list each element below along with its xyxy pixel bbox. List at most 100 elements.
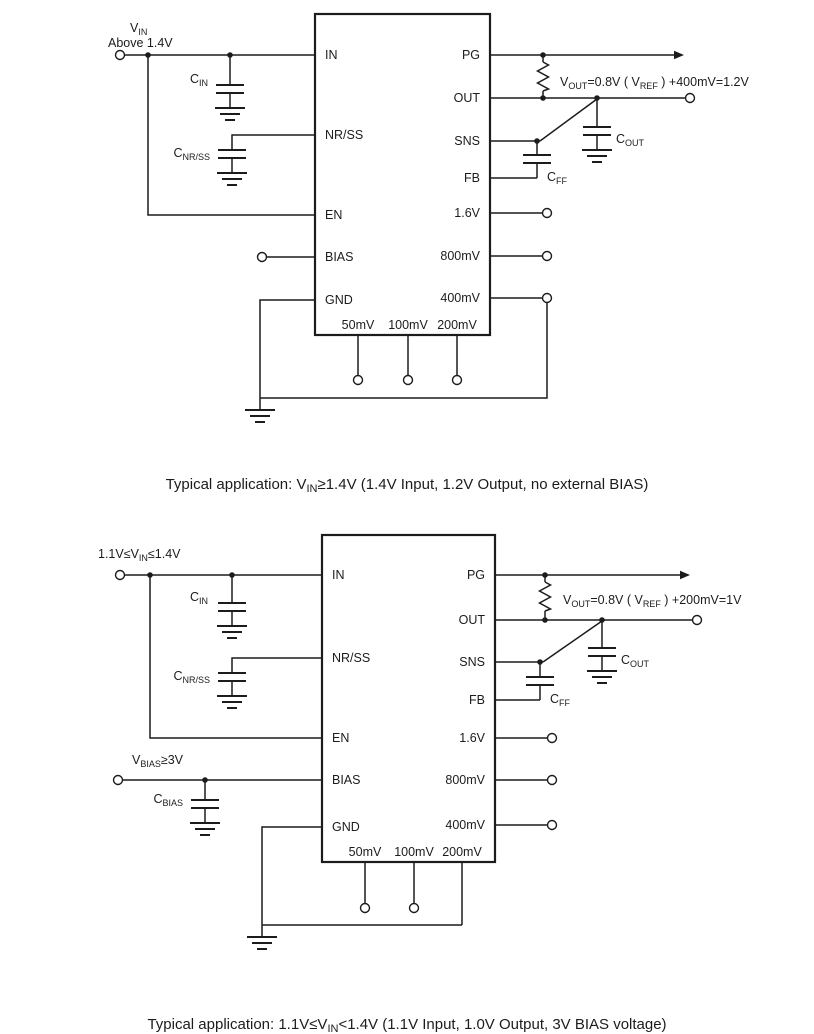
ground-symbol: [581, 149, 613, 163]
pin-label-50mv: 50mV: [349, 845, 382, 859]
pullup-resistor: [537, 581, 553, 612]
terminal-400mv: [546, 819, 558, 831]
pin-label-50mv: 50mV: [342, 318, 375, 332]
terminal-50mv: [359, 902, 371, 914]
pg-arrow-icon: [674, 50, 684, 60]
cnrss-label: CNR/SS: [173, 669, 210, 685]
ground-symbol: [246, 936, 278, 950]
vin-range-label: 1.1V≤VIN≤1.4V: [98, 547, 181, 563]
wire-gnd: [259, 299, 315, 410]
vout-equation: VOUT=0.8V ( VREF ) +200mV=1V: [563, 593, 742, 609]
terminal-1v6: [541, 207, 553, 219]
pullup-resistor: [535, 61, 551, 92]
pin-label-pg: PG: [467, 568, 485, 582]
vin-label: VIN: [130, 21, 147, 37]
cff-label: CFF: [547, 170, 568, 186]
wire-gnd-rail-to-400mv: [260, 302, 548, 399]
junction-dot: [540, 95, 546, 101]
junction-dot: [594, 95, 600, 101]
capacitor-cout: [587, 647, 617, 657]
junction-dot: [145, 52, 151, 58]
junction-dot: [542, 617, 548, 623]
pin-label-out: OUT: [459, 613, 486, 627]
cout-label: COUT: [616, 132, 645, 148]
terminal-200mv: [451, 374, 463, 386]
pin-label-800mv: 800mV: [440, 249, 480, 263]
wire-sns-sense: [542, 620, 603, 663]
terminal-50mv: [352, 374, 364, 386]
pin-label-gnd: GND: [325, 293, 353, 307]
circuit-1-wiring: [125, 50, 686, 410]
ground-symbol: [189, 822, 221, 836]
ground-symbol: [244, 409, 276, 423]
cff-label: CFF: [550, 692, 571, 708]
cnrss-label: CNR/SS: [173, 146, 210, 162]
wire-gnd: [261, 826, 322, 937]
terminal-400mv: [541, 292, 553, 304]
pin-label-200mv: 200mV: [442, 845, 482, 859]
junction-dot: [542, 572, 548, 578]
pg-arrow-icon: [680, 570, 690, 580]
pin-label-in: IN: [332, 568, 345, 582]
ic-block: [320, 533, 497, 864]
ground-symbol: [214, 107, 246, 121]
ground-symbol: [216, 625, 248, 639]
pin-label-fb: FB: [464, 171, 480, 185]
pin-label-out: OUT: [454, 91, 481, 105]
pin-label-200mv: 200mV: [437, 318, 477, 332]
pin-label-nrss: NR/SS: [332, 651, 370, 665]
pin-label-800mv: 800mV: [445, 773, 485, 787]
pin-label-400mv: 400mV: [440, 291, 480, 305]
pin-label-fb: FB: [469, 693, 485, 707]
pin-label-1v6: 1.6V: [454, 206, 480, 220]
terminal-bias: [256, 251, 268, 263]
circuit-1: IN NR/SS EN BIAS GND PG OUT SNS FB 1.6V …: [108, 12, 750, 495]
junction-dot: [147, 572, 153, 578]
junction-dot: [227, 52, 233, 58]
circuit-2: IN NR/SS EN BIAS GND PG OUT SNS FB 1.6V …: [98, 533, 742, 1034]
vin-condition-label: Above 1.4V: [108, 36, 173, 50]
circuit-1-caption: Typical application: VIN≥1.4V (1.4V Inpu…: [166, 476, 649, 495]
terminal-100mv: [402, 374, 414, 386]
ground-symbol: [216, 695, 248, 709]
pin-label-nrss: NR/SS: [325, 128, 363, 142]
terminal-800mv: [541, 250, 553, 262]
pin-label-100mv: 100mV: [394, 845, 434, 859]
pin-label-100mv: 100mV: [388, 318, 428, 332]
junction-dot: [537, 659, 543, 665]
terminal-vout: [691, 614, 703, 626]
capacitor-cbias: [190, 799, 220, 809]
junction-dot: [540, 52, 546, 58]
terminal-vbias: [112, 774, 124, 786]
cbias-label: CBIAS: [153, 792, 183, 808]
pin-label-in: IN: [325, 48, 338, 62]
cin-label: CIN: [190, 590, 208, 606]
pin-label-bias: BIAS: [332, 773, 361, 787]
pin-label-bias: BIAS: [325, 250, 354, 264]
pin-label-sns: SNS: [454, 134, 480, 148]
terminal-100mv: [408, 902, 420, 914]
capacitor-cout: [582, 126, 612, 136]
junction-dot: [534, 138, 540, 144]
cout-label: COUT: [621, 653, 650, 669]
terminal-vout: [684, 92, 696, 104]
wire-nrss: [231, 134, 315, 150]
terminal-1v6: [546, 732, 558, 744]
ground-symbol: [586, 670, 618, 684]
pin-label-1v6: 1.6V: [459, 731, 485, 745]
junction-dot: [229, 572, 235, 578]
circuit-2-caption: Typical application: 1.1V≤VIN<1.4V (1.1V…: [147, 1016, 666, 1034]
capacitor-cff: [525, 676, 555, 686]
ic-block: [313, 12, 492, 337]
vbias-label: VBIAS≥3V: [132, 753, 184, 769]
terminal-800mv: [546, 774, 558, 786]
wire-sns-sense: [539, 98, 598, 142]
capacitor-cnrss: [217, 672, 247, 682]
junction-dot: [599, 617, 605, 623]
cin-label: CIN: [190, 72, 208, 88]
terminal-vin: [114, 569, 126, 581]
capacitor-cff: [522, 154, 552, 164]
terminal-vin: [114, 49, 126, 61]
